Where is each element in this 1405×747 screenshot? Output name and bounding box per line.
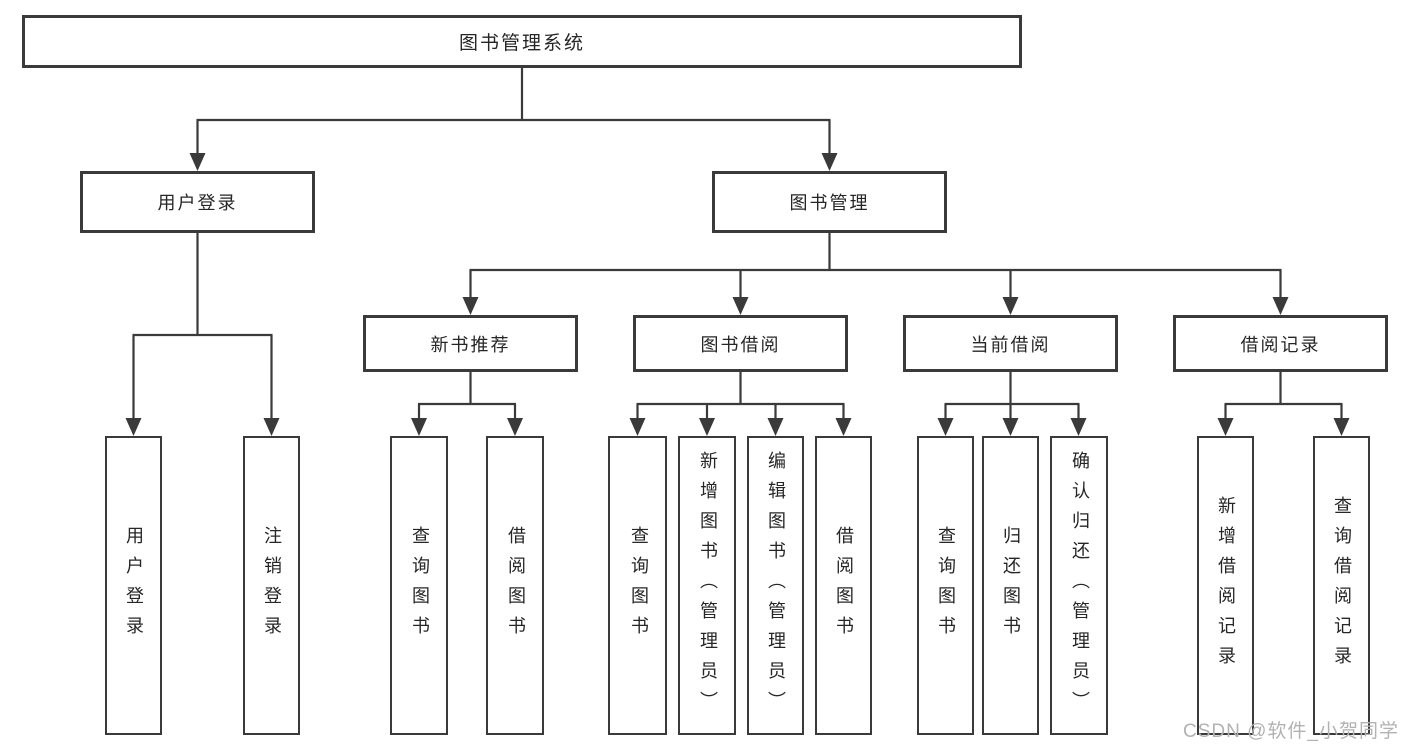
leaf-query-books-recommend: 查询图书 [390, 436, 448, 735]
leaf-borrow-books: 借阅图书 [815, 436, 872, 735]
leaf-query-books-borrow: 查询图书 [608, 436, 667, 735]
node-new-book-recommend: 新书推荐 [363, 315, 578, 372]
leaf-logout: 注销登录 [243, 436, 300, 735]
node-book-borrow: 图书借阅 [633, 315, 848, 372]
leaf-edit-book-admin: 编辑图书（管理员） [747, 436, 804, 735]
leaf-add-borrow-record: 新增借阅记录 [1197, 436, 1254, 735]
leaf-confirm-return-admin: 确认归还（管理员） [1050, 436, 1108, 735]
node-user-login: 用户登录 [80, 171, 315, 233]
node-current-borrow: 当前借阅 [903, 315, 1118, 372]
leaf-query-borrow-record: 查询借阅记录 [1313, 436, 1370, 735]
leaf-borrow-books-recommend: 借阅图书 [486, 436, 544, 735]
leaf-query-books-current: 查询图书 [917, 436, 974, 735]
node-borrow-records: 借阅记录 [1173, 315, 1388, 372]
leaf-user-login: 用户登录 [105, 436, 162, 735]
node-book-management: 图书管理 [712, 171, 947, 233]
leaf-add-book-admin: 新增图书（管理员） [678, 436, 736, 735]
leaf-return-book: 归还图书 [982, 436, 1039, 735]
node-library-management-system: 图书管理系统 [22, 15, 1022, 68]
